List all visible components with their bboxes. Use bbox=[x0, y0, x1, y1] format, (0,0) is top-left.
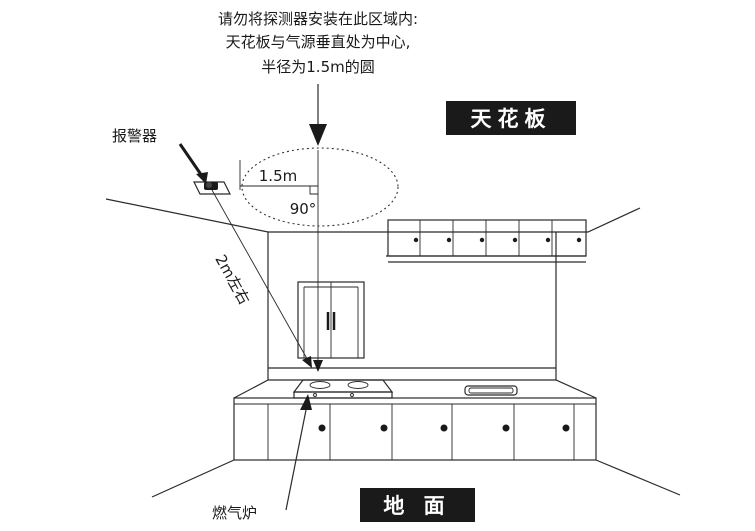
distance-label: 2m左右 bbox=[211, 252, 253, 308]
angle-label: 90° bbox=[290, 200, 317, 218]
ceiling-label-text: 天花板 bbox=[471, 107, 552, 131]
instruction-text: 请勿将探测器安装在此区域内: 天花板与气源垂直处为中心, 半径为1.5m的圆 bbox=[218, 10, 418, 76]
exclusion-zone-circle bbox=[241, 147, 399, 227]
sink bbox=[464, 385, 518, 396]
gas-stove bbox=[292, 379, 394, 399]
ceiling-label: 天花板 bbox=[446, 101, 576, 135]
radius-dimension: 1.5m bbox=[239, 160, 318, 190]
instruction-line-1: 请勿将探测器安装在此区域内: bbox=[218, 10, 418, 28]
alarm-label: 报警器 bbox=[112, 127, 157, 145]
stove-pointer bbox=[285, 394, 312, 511]
alarm-detector bbox=[193, 181, 231, 195]
instruction-line-2: 天花板与气源垂直处为中心, bbox=[226, 33, 411, 51]
floor-label-text: 地 面 bbox=[383, 494, 450, 518]
alarm-pointer bbox=[178, 143, 208, 184]
stove-label: 燃气炉 bbox=[212, 504, 257, 522]
wall-cabinets bbox=[386, 219, 587, 263]
room-outline bbox=[105, 198, 681, 498]
pointer-arrow bbox=[309, 84, 327, 146]
floor-label: 地 面 bbox=[360, 488, 475, 522]
base-cabinets bbox=[233, 379, 597, 461]
radius-label: 1.5m bbox=[259, 167, 297, 185]
range-hood bbox=[297, 281, 365, 359]
distance-line bbox=[211, 189, 312, 368]
instruction-line-3: 半径为1.5m的圆 bbox=[261, 58, 374, 76]
vertical-axis bbox=[309, 150, 323, 372]
